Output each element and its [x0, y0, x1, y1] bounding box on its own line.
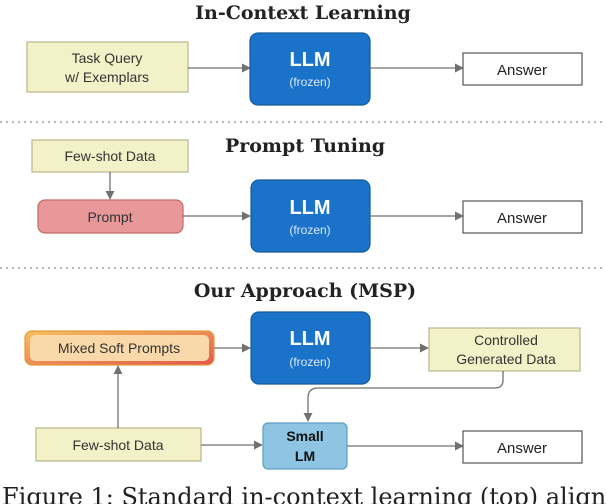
prompt-label: Prompt: [87, 209, 132, 225]
answer-box-icl: Answer: [462, 52, 583, 86]
answer-label-pt: Answer: [497, 210, 547, 227]
msp-section-title: Our Approach (MSP): [194, 280, 416, 302]
few-shot-box-pt: Few-shot Data: [31, 139, 189, 173]
task-query-line1: Task Query: [72, 50, 143, 66]
controlled-line2: Generated Data: [456, 351, 556, 367]
prompt-tuning-section-title: Prompt Tuning: [225, 135, 385, 157]
llm-box-msp: LLM (frozen): [250, 311, 371, 385]
mixed-soft-prompts-label: Mixed Soft Prompts: [58, 340, 180, 356]
controlled-line1: Controlled: [474, 332, 538, 348]
answer-box-pt: Answer: [462, 200, 583, 234]
llm-box-icl: LLM (frozen): [249, 32, 371, 106]
answer-label-msp: Answer: [497, 440, 547, 457]
answer-box-msp: Answer: [462, 430, 583, 464]
answer-label-icl: Answer: [497, 62, 547, 79]
few-shot-box-msp: Few-shot Data: [35, 427, 202, 462]
icl-section-title: In-Context Learning: [195, 2, 411, 24]
llm-label-msp: LLM: [289, 328, 330, 350]
mixed-soft-prompts-box: Mixed Soft Prompts: [24, 330, 215, 366]
few-shot-label-msp: Few-shot Data: [72, 437, 163, 453]
llm-label-icl: LLM: [289, 49, 330, 71]
few-shot-label-pt: Few-shot Data: [64, 148, 155, 164]
arrow-controlled-to-small-lm: [303, 371, 504, 422]
llm-label-pt: LLM: [289, 197, 330, 219]
llm-sub-msp: (frozen): [289, 355, 330, 369]
small-lm-box: Small LM: [262, 422, 348, 470]
task-query-box: Task Query w/ Exemplars: [26, 41, 189, 93]
llm-sub-pt: (frozen): [289, 223, 330, 237]
figure-caption: Figure 1: Standard in-context learning (…: [2, 483, 606, 504]
small-lm-line2: LM: [295, 448, 315, 464]
task-query-line2: w/ Exemplars: [64, 69, 149, 85]
llm-sub-icl: (frozen): [289, 75, 330, 89]
controlled-generated-data-box: Controlled Generated Data: [428, 327, 581, 372]
llm-box-pt: LLM (frozen): [250, 179, 371, 253]
small-lm-line1: Small: [286, 428, 323, 444]
prompt-box: Prompt: [37, 199, 184, 234]
